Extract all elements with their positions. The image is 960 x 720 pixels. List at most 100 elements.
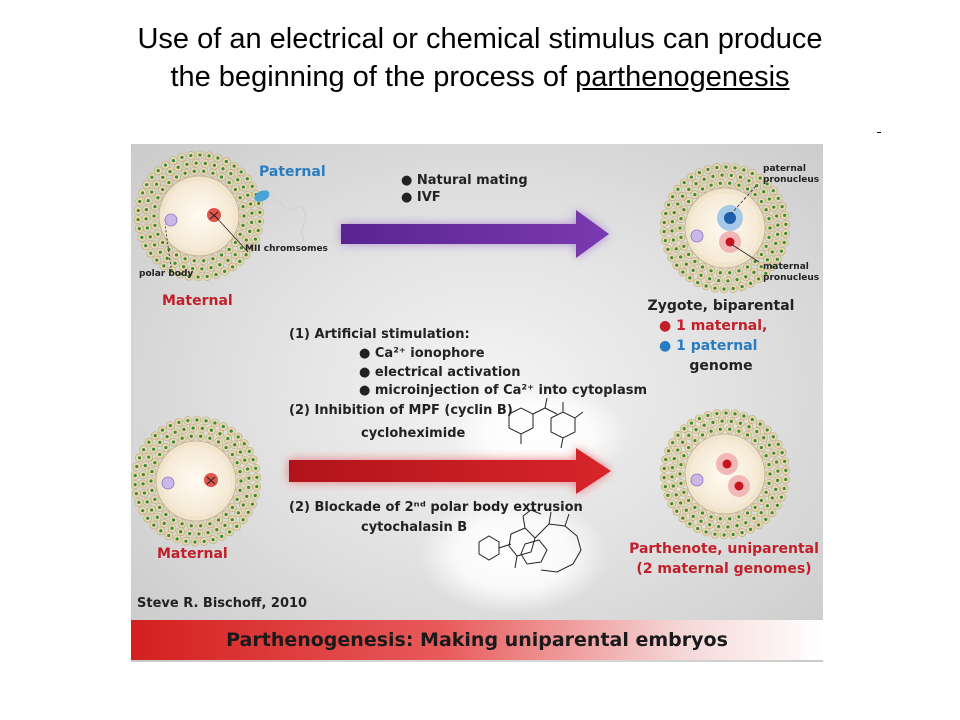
cumulus-nucleus — [246, 193, 250, 197]
red-arrow — [289, 448, 611, 494]
cumulus-nucleus — [150, 488, 154, 492]
cumulus-nucleus — [767, 481, 771, 485]
cumulus-nucleus — [724, 411, 728, 415]
cumulus-nucleus — [182, 427, 186, 431]
cumulus-nucleus — [180, 436, 184, 440]
cumulus-nucleus — [236, 511, 240, 515]
cumulus-nucleus — [759, 511, 763, 515]
cumulus-nucleus — [147, 440, 151, 444]
mating-item-ivf: IVF — [401, 189, 528, 206]
chromosomes — [206, 476, 216, 485]
cycloheximide-structure — [508, 397, 584, 449]
cumulus-nucleus — [740, 530, 744, 535]
cumulus-nucleus — [248, 229, 252, 233]
cumulus-nucleus — [144, 244, 148, 248]
cumulus-nucleus — [189, 524, 193, 528]
polar-body-label: polar body — [139, 269, 194, 279]
cumulus-nucleus — [254, 466, 258, 470]
cumulus-nucleus — [686, 498, 691, 503]
cumulus-nucleus — [189, 153, 193, 158]
cumulus-nucleus — [153, 243, 157, 247]
cumulus-nucleus — [200, 267, 204, 271]
cumulus-nucleus — [753, 438, 757, 443]
cumulus-nucleus — [170, 268, 174, 273]
cumulus-nucleus — [774, 487, 778, 491]
cumulus-nucleus — [750, 171, 754, 176]
cumulus-nucleus — [744, 275, 748, 279]
cumulus-nucleus — [241, 503, 245, 507]
cumulus-nucleus — [163, 163, 168, 167]
cumulus-nucleus — [223, 269, 227, 273]
cumulus-nucleus — [236, 435, 240, 439]
cumulus-nucleus — [767, 197, 771, 201]
cumulus-nucleus — [717, 525, 721, 529]
cumulus-nucleus — [694, 182, 698, 186]
cumulus-nucleus — [681, 516, 685, 520]
glow-cytochalasin — [418, 494, 608, 614]
cumulus-nucleus — [135, 464, 139, 469]
cumulus-nucleus — [737, 429, 741, 433]
maternal-label-bottom: Maternal — [157, 546, 228, 562]
cumulus-nucleus — [697, 171, 701, 175]
cumulus-nucleus — [250, 502, 255, 506]
cumulus-nucleus — [204, 419, 208, 423]
cumulus-nucleus — [212, 163, 216, 167]
maternal-pronucleus-line2: pronucleus — [763, 273, 820, 283]
cumulus-nucleus — [706, 167, 710, 172]
cumulus-nucleus — [784, 477, 788, 482]
slide-title-line2-text: the beginning of the process of — [170, 61, 576, 93]
cumulus-nucleus — [689, 421, 694, 425]
cumulus-nucleus — [160, 428, 165, 432]
cumulus-nucleus — [243, 458, 247, 462]
cumulus-nucleus — [745, 511, 750, 515]
paternal-pronucleus-pointer — [730, 185, 757, 215]
cumulus-nucleus — [687, 433, 691, 437]
cumulus-nucleus — [165, 435, 169, 439]
cumulus-nucleus — [191, 267, 195, 271]
parthenote-cell — [659, 408, 791, 540]
cumulus-nucleus — [718, 517, 722, 521]
cumulus-nucleus — [671, 484, 675, 488]
cumulus-nucleus — [246, 510, 250, 514]
cumulus-nucleus — [670, 220, 674, 224]
inhibition-heading: (2) Inhibition of MPF (cyclin B) — [289, 403, 513, 418]
cumulus-nucleus — [676, 448, 680, 452]
cumulus-nucleus — [784, 231, 788, 236]
cumulus-nucleus — [253, 237, 258, 241]
cumulus-nucleus — [233, 253, 237, 257]
cumulus-nucleus — [153, 205, 157, 209]
cumulus-nucleus — [762, 436, 766, 440]
cumulus-nucleus — [722, 287, 726, 291]
cumulus-nucleus — [153, 223, 157, 227]
cumulus-nucleus — [221, 424, 225, 429]
cumulus-nucleus — [145, 226, 149, 230]
cumulus-nucleus — [255, 475, 259, 479]
cumulus-nucleus — [663, 485, 667, 489]
cumulus-nucleus — [256, 228, 260, 233]
cumulus-nucleus — [249, 202, 253, 206]
cumulus-nucleus — [215, 528, 219, 532]
cumulus-nucleus — [718, 271, 722, 275]
cumulus-nucleus — [755, 430, 759, 434]
cumulus-nucleus — [221, 167, 225, 171]
cumulus-nucleus — [784, 222, 788, 226]
cumulus-nucleus — [670, 229, 674, 233]
cumulus-nucleus — [153, 497, 157, 501]
cumulus-nucleus — [216, 518, 221, 522]
cumulus-nucleus — [235, 524, 239, 528]
cumulus-nucleus — [737, 269, 741, 273]
cumulus-nucleus — [133, 483, 137, 487]
cumulus-nucleus — [662, 230, 666, 234]
cumulus-nucleus — [679, 463, 683, 467]
slide-title: Use of an electrical or chemical stimulu… — [0, 20, 960, 96]
cumulus-nucleus — [241, 205, 245, 209]
cumulus-nucleus — [783, 459, 787, 463]
cumulus-nucleus — [765, 182, 769, 186]
cumulus-nucleus — [238, 470, 242, 474]
cumulus-nucleus — [686, 445, 691, 450]
cumulus-nucleus — [227, 530, 232, 534]
cumulus-nucleus — [682, 181, 686, 185]
cumulus-nucleus — [137, 500, 141, 504]
cumulus-nucleus — [745, 265, 750, 269]
cumulus-nucleus — [784, 468, 788, 472]
